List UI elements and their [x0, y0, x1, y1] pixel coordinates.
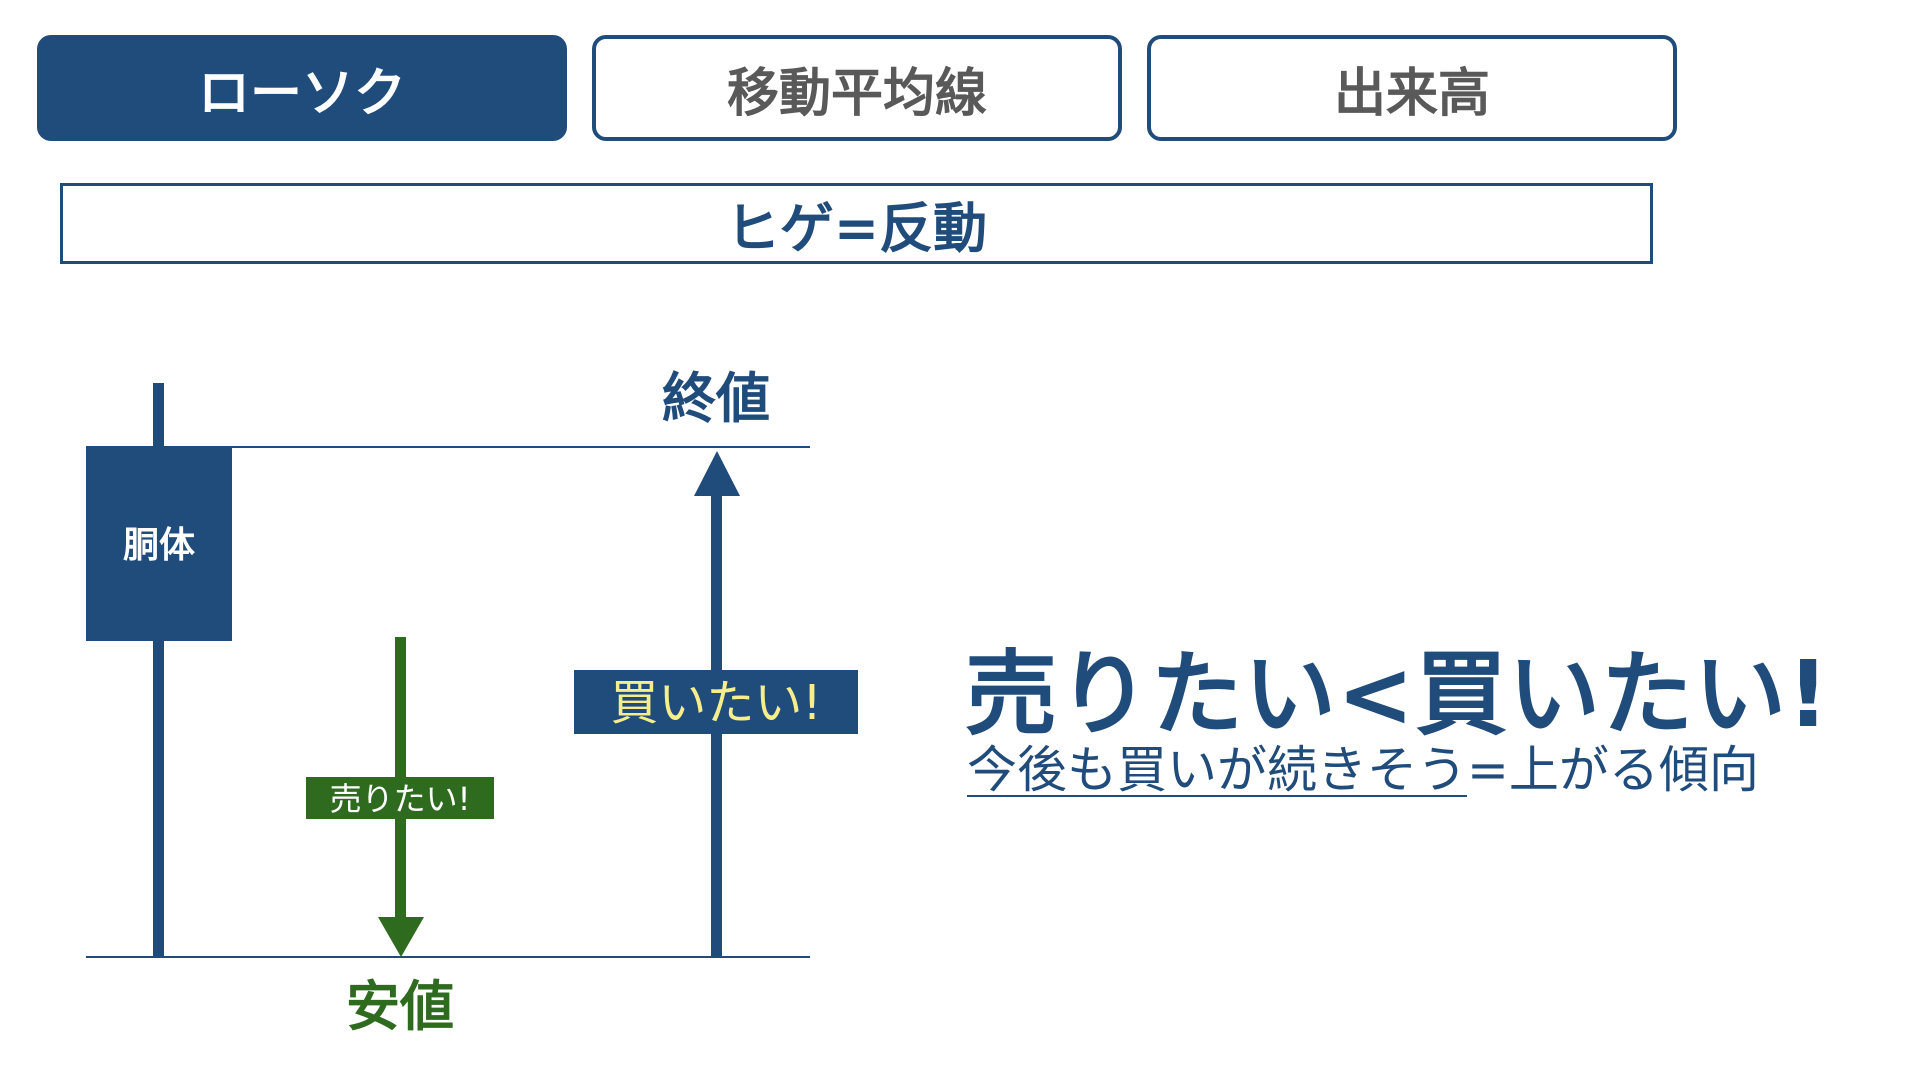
tab-label: 出来高: [1333, 63, 1490, 124]
buy-label-box: [574, 670, 858, 734]
tab-moving-average[interactable]: 移動平均線: [592, 35, 1122, 141]
section-title-text: ヒゲ=反動: [725, 197, 988, 260]
tab-label: 移動平均線: [726, 63, 987, 124]
tab-label: ローソク: [197, 63, 406, 124]
buy-label: 買いたい!: [610, 675, 821, 731]
close-price-label: 終値: [662, 367, 770, 430]
headline: 売りたい<買いたい!: [965, 641, 1831, 748]
candle-wick: [153, 383, 164, 958]
sell-label: 売りたい!: [330, 780, 471, 818]
tab-volume[interactable]: 出来高: [1147, 35, 1677, 141]
low-price-label: 安値: [346, 975, 454, 1038]
subline-underlined: 今後も買いが続きそう: [967, 741, 1467, 799]
subline: 今後も買いが続きそう=上がる傾向: [967, 730, 1759, 802]
section-title: ヒゲ=反動: [60, 183, 1653, 264]
tab-candlestick[interactable]: ローソク: [37, 35, 567, 141]
sell-label-box: [306, 777, 494, 819]
sell-arrow-head: [378, 917, 424, 957]
buy-arrow-head: [694, 451, 740, 496]
subline-rest: =上がる傾向: [1467, 741, 1759, 799]
candle-body: [86, 446, 232, 641]
candle-body-label: 胴体: [123, 525, 195, 566]
